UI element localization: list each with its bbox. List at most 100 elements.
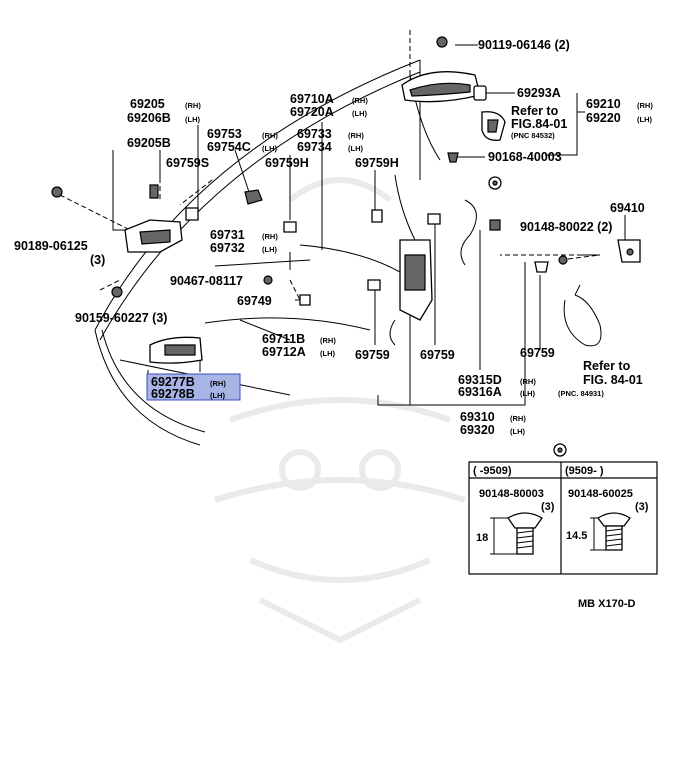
clip-90168 xyxy=(447,152,459,163)
label-69720a[interactable]: 69720A xyxy=(290,105,334,119)
label-69759-c[interactable]: 69759 xyxy=(520,346,555,360)
clip-69753 xyxy=(244,189,263,205)
label-69753[interactable]: 69753 xyxy=(207,127,242,141)
label-90119[interactable]: 90119-06146 (2) xyxy=(478,38,570,52)
refer-2-line2[interactable]: FIG. 84-01 xyxy=(583,373,643,387)
label-69734-side: (LH) xyxy=(348,144,363,153)
label-69205b[interactable]: 69205B xyxy=(127,136,171,150)
inside-handle xyxy=(149,336,203,364)
label-69205-side: (RH) xyxy=(185,101,201,110)
screw-drawing-col2 xyxy=(590,512,631,551)
variant-table: ( -9509) (9509- ) 90148-80003 (3) 90148-… xyxy=(468,461,658,575)
rod-69710a xyxy=(299,244,401,273)
table-col1-header: ( -9509) xyxy=(473,465,512,477)
label-69732[interactable]: 69732 xyxy=(210,241,245,255)
refer-1-line3: (PNC 84532) xyxy=(511,131,555,140)
label-69210[interactable]: 69210 xyxy=(586,97,621,111)
label-69293a[interactable]: 69293A xyxy=(517,86,561,100)
label-69759h-1[interactable]: 69759H xyxy=(265,156,309,170)
table-col1-dim: 18 xyxy=(476,532,488,544)
highlight-69277b[interactable] xyxy=(146,373,241,401)
refer-1-line2[interactable]: FIG.84-01 xyxy=(511,117,567,131)
label-69220-side: (LH) xyxy=(637,115,652,124)
label-69206b[interactable]: 69206B xyxy=(127,111,171,125)
screw-drawing-col1 xyxy=(490,512,543,555)
label-90189-qty: (3) xyxy=(90,253,105,267)
clip-69759h xyxy=(283,209,383,233)
clip-69205b xyxy=(149,184,159,199)
diagram-code: MB X170-D xyxy=(578,598,636,610)
label-69733-side: (RH) xyxy=(348,131,364,140)
label-69710a-side: (RH) xyxy=(352,96,368,105)
clip-69759-left xyxy=(367,279,381,291)
label-69712a-side: (LH) xyxy=(320,349,335,358)
table-col2-dim: 14.5 xyxy=(566,530,587,542)
table-col2-part[interactable]: 90148-60025 xyxy=(568,488,633,500)
label-90148[interactable]: 90148-80022 (2) xyxy=(520,220,612,234)
label-69731-side: (RH) xyxy=(262,232,278,241)
clip-69749 xyxy=(299,294,311,306)
label-90189[interactable]: 90189-06125 xyxy=(14,239,88,253)
label-69732-side: (LH) xyxy=(262,245,277,254)
refer-1-line1: Refer to xyxy=(511,104,559,118)
screw-top xyxy=(436,36,448,48)
clip-69759-right xyxy=(534,261,549,273)
watermark-emblem xyxy=(214,177,466,644)
label-69712a[interactable]: 69712A xyxy=(262,345,306,359)
label-69315d-side: (RH) xyxy=(520,377,536,386)
clip-right xyxy=(489,219,501,231)
label-90467[interactable]: 90467-08117 xyxy=(170,274,243,288)
label-69220[interactable]: 69220 xyxy=(586,111,621,125)
clip-69759s xyxy=(185,207,199,221)
door-lock-assembly xyxy=(389,174,433,346)
rod-69711b xyxy=(204,317,371,331)
label-69310[interactable]: 69310 xyxy=(460,410,495,424)
refer-2-line3: (PNC. 84931) xyxy=(558,389,604,398)
label-69410[interactable]: 69410 xyxy=(610,201,645,215)
screw-90189 xyxy=(51,186,63,198)
outside-handle xyxy=(401,71,481,103)
washer xyxy=(488,176,502,190)
inner-handle-bracket xyxy=(124,219,183,253)
label-69278b[interactable]: 69278B xyxy=(151,387,195,401)
label-69759-a[interactable]: 69759 xyxy=(355,348,390,362)
label-69205[interactable]: 69205 xyxy=(130,97,165,111)
label-69733[interactable]: 69733 xyxy=(297,127,332,141)
label-90159[interactable]: 90159-60227 (3) xyxy=(75,311,167,325)
label-69754c[interactable]: 69754C xyxy=(207,140,251,154)
table-col1-part[interactable]: 90148-80003 xyxy=(479,488,544,500)
label-69316a-side: (LH) xyxy=(520,389,535,398)
rod-clip-69293a xyxy=(473,85,487,101)
refer-2-line1: Refer to xyxy=(583,359,631,373)
label-69320[interactable]: 69320 xyxy=(460,423,495,437)
table-col2-header: (9509- ) xyxy=(565,465,604,477)
label-69711b-side: (RH) xyxy=(320,336,336,345)
label-69316a[interactable]: 69316A xyxy=(458,385,502,399)
table-col1-qty: (3) xyxy=(541,501,555,513)
lock-cylinder xyxy=(481,111,506,141)
label-69759s[interactable]: 69759S xyxy=(166,156,209,170)
label-69753-side: (RH) xyxy=(262,131,278,140)
table-col2-qty: (3) xyxy=(635,501,649,513)
label-69711b[interactable]: 69711B xyxy=(262,332,305,346)
label-69731[interactable]: 69731 xyxy=(210,228,245,242)
label-69277b[interactable]: 69277B xyxy=(151,375,195,389)
label-69759-b[interactable]: 69759 xyxy=(420,348,455,362)
clip-center xyxy=(427,213,441,225)
clip-90467 xyxy=(263,275,273,285)
label-69754c-side: (LH) xyxy=(262,144,277,153)
screw-90159 xyxy=(111,286,123,298)
label-69759h-2[interactable]: 69759H xyxy=(355,156,399,170)
label-69315d[interactable]: 69315D xyxy=(458,373,502,387)
label-69277b-side: (RH) xyxy=(210,379,226,388)
label-90168[interactable]: 90168-40003 xyxy=(488,150,562,164)
label-69734[interactable]: 69734 xyxy=(297,140,332,154)
rod-69731 xyxy=(214,259,311,267)
label-69206b-side: (LH) xyxy=(185,115,200,124)
label-69710a[interactable]: 69710A xyxy=(290,92,334,106)
wire-harness xyxy=(563,284,602,347)
rod-69315d xyxy=(460,199,477,266)
label-69749[interactable]: 69749 xyxy=(237,294,272,308)
washer-symbol xyxy=(553,443,567,457)
